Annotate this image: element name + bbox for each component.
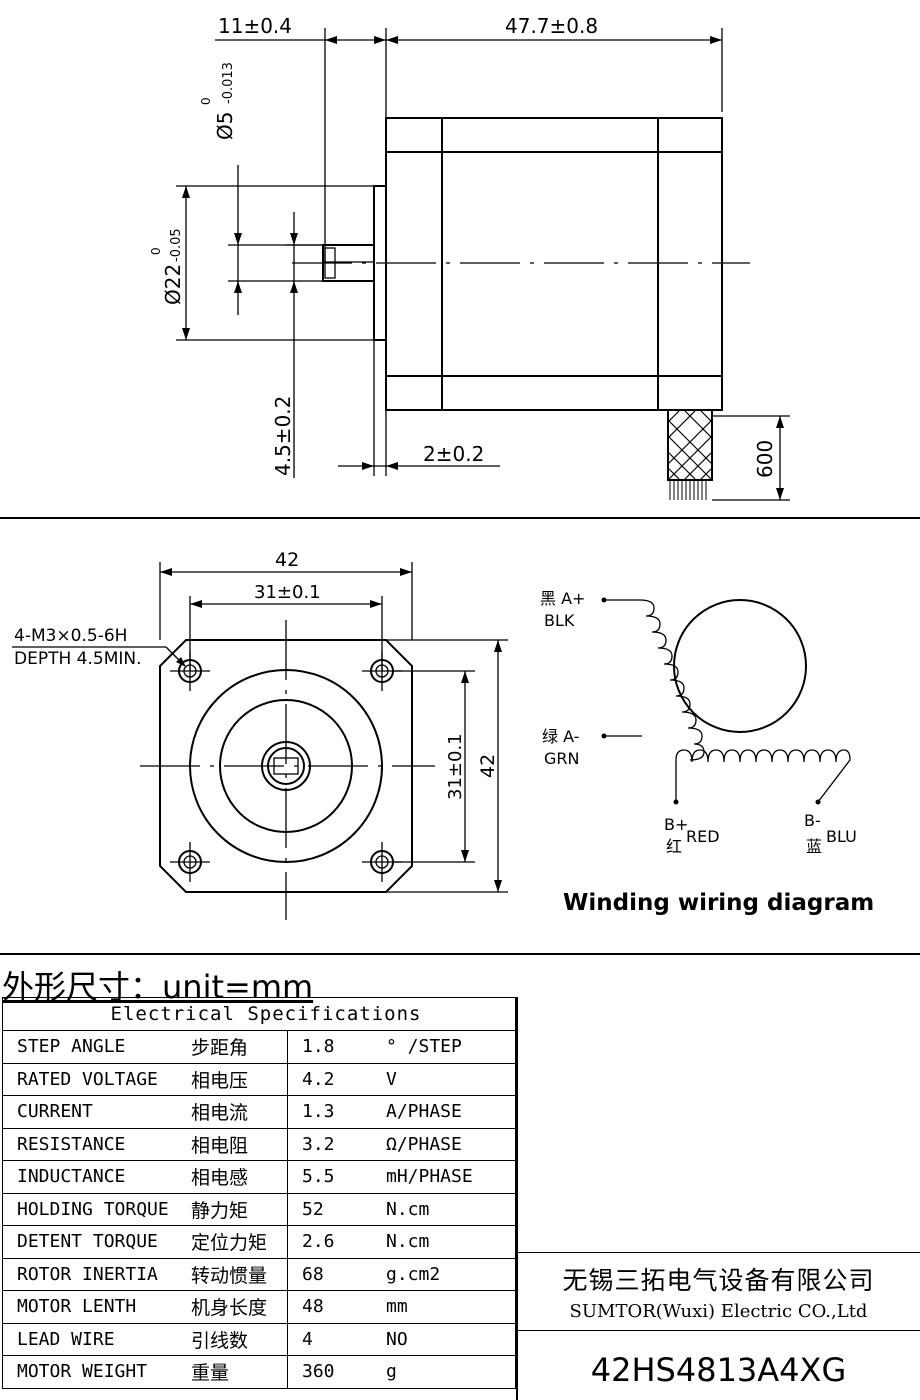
dim-hole-spacing-vertical: 31±0.1 — [445, 733, 466, 800]
spec-value: 4 — [287, 1322, 372, 1356]
spec-header-row: Electrical Specifications — [2, 997, 516, 1031]
spec-unit: A/PHASE — [372, 1095, 516, 1129]
spec-name-en: DETENT TORQUE — [2, 1225, 177, 1259]
dim-boss-tol-top: 0 — [149, 247, 163, 255]
spec-name-zh: 相电压 — [177, 1062, 288, 1096]
model-number: 42HS4813A4XG — [590, 1351, 847, 1389]
dim-wire-length: 600 — [753, 440, 777, 478]
dim-boss-diameter: Ø22 — [161, 264, 185, 305]
label-b-plus-en: RED — [686, 827, 720, 846]
company-name-en: SUMTOR(Wuxi) Electric CO.,Ltd — [517, 1297, 920, 1331]
spec-name-zh: 重量 — [177, 1355, 288, 1389]
spec-name-en: MOTOR LENTH — [2, 1290, 177, 1324]
spec-unit: N.cm — [372, 1192, 516, 1226]
spec-unit: NO — [372, 1322, 516, 1356]
spec-value: 2.6 — [287, 1225, 372, 1259]
separator-2 — [0, 953, 920, 955]
dim-front-width: 42 — [275, 549, 299, 571]
dim-shaft-tol-bottom: -0.013 — [221, 62, 236, 104]
spec-value: 360 — [287, 1355, 372, 1389]
dim-shaft-tol-top: 0 — [199, 97, 213, 105]
spec-name-zh: 定位力矩 — [177, 1225, 288, 1259]
spec-unit: mH/PHASE — [372, 1160, 516, 1194]
dim-flat: 4.5±0.2 — [271, 396, 295, 476]
spec-name-zh: 相电流 — [177, 1095, 288, 1129]
spec-value: 48 — [287, 1290, 372, 1324]
label-b-minus-symbol: B- — [804, 811, 821, 830]
spec-value: 68 — [287, 1257, 372, 1291]
label-a-plus-zh: 黑 A+ — [540, 589, 585, 608]
company-name-cn: 无锡三拓电气设备有限公司 — [562, 1266, 875, 1295]
dim-boss-tol-bottom: -0.05 — [169, 228, 184, 262]
spec-value: 3.2 — [287, 1127, 372, 1161]
spec-value: 1.3 — [287, 1095, 372, 1129]
spec-name-zh: 相电感 — [177, 1160, 288, 1194]
label-b-minus-en: BLU — [826, 827, 857, 846]
spec-name-zh: 相电阻 — [177, 1127, 288, 1161]
dim-hole-spacing-horizontal: 31±0.1 — [254, 582, 321, 603]
thread-note-line1: 4-M3×0.5-6H — [14, 626, 127, 646]
separator-1 — [0, 517, 920, 519]
label-b-plus-symbol: B+ — [664, 815, 688, 834]
spec-unit: g — [372, 1355, 516, 1389]
spec-name-en: LEAD WIRE — [2, 1322, 177, 1356]
label-b-plus-zh: 红 — [666, 837, 682, 856]
spec-unit: ° /STEP — [372, 1030, 516, 1064]
dim-body-length: 47.7±0.8 — [505, 14, 598, 38]
wiring-caption: Winding wiring diagram — [563, 890, 875, 916]
spec-value: 1.8 — [287, 1030, 372, 1064]
spec-unit: N.cm — [372, 1225, 516, 1259]
spec-name-zh: 机身长度 — [177, 1290, 288, 1324]
spec-unit: mm — [372, 1290, 516, 1324]
spec-name-en: MOTOR WEIGHT — [2, 1355, 177, 1389]
spec-name-en: ROTOR INERTIA — [2, 1257, 177, 1291]
label-a-plus-en: BLK — [544, 611, 575, 630]
dim-shaft-diameter: Ø5 — [213, 112, 237, 140]
spec-name-en: STEP ANGLE — [2, 1030, 177, 1064]
spec-unit: Ω/PHASE — [372, 1127, 516, 1161]
spec-value: 5.5 — [287, 1160, 372, 1194]
spec-name-zh: 步距角 — [177, 1030, 288, 1064]
spec-name-zh: 引线数 — [177, 1322, 288, 1356]
spec-header: Electrical Specifications — [2, 997, 516, 1031]
company-block: 无锡三拓电气设备有限公司 SUMTOR(Wuxi) Electric CO.,L… — [517, 1252, 920, 1389]
spec-name-en: RATED VOLTAGE — [2, 1062, 177, 1096]
spec-name-en: CURRENT — [2, 1095, 177, 1129]
spec-value: 4.2 — [287, 1062, 372, 1096]
label-b-minus-zh: 蓝 — [806, 837, 822, 856]
dim-boss-height: 2±0.2 — [423, 442, 484, 466]
spec-unit: V — [372, 1062, 516, 1096]
dim-shaft-length: 11±0.4 — [218, 14, 292, 38]
front-view-drawing: 42 31±0.1 31±0.1 42 4-M3×0.5-6H DEPTH 4.… — [12, 549, 857, 920]
label-a-minus-en: GRN — [544, 749, 579, 768]
label-a-minus-zh: 绿 A- — [542, 727, 579, 746]
dim-front-height: 42 — [477, 754, 499, 778]
side-view-drawing: 11±0.4 47.7±0.8 Ø5 0 -0.013 Ø22 0 -0.05 … — [149, 14, 790, 501]
spec-name-en: HOLDING TORQUE — [2, 1192, 177, 1226]
thread-note-line2: DEPTH 4.5MIN. — [14, 649, 142, 669]
spec-name-zh: 静力矩 — [177, 1192, 288, 1226]
spec-value: 52 — [287, 1192, 372, 1226]
spec-name-zh: 转动惯量 — [177, 1257, 288, 1291]
spec-unit: g.cm2 — [372, 1257, 516, 1291]
spec-name-en: INDUCTANCE — [2, 1160, 177, 1194]
table-right-border — [516, 997, 518, 1400]
spec-name-en: RESISTANCE — [2, 1127, 177, 1161]
